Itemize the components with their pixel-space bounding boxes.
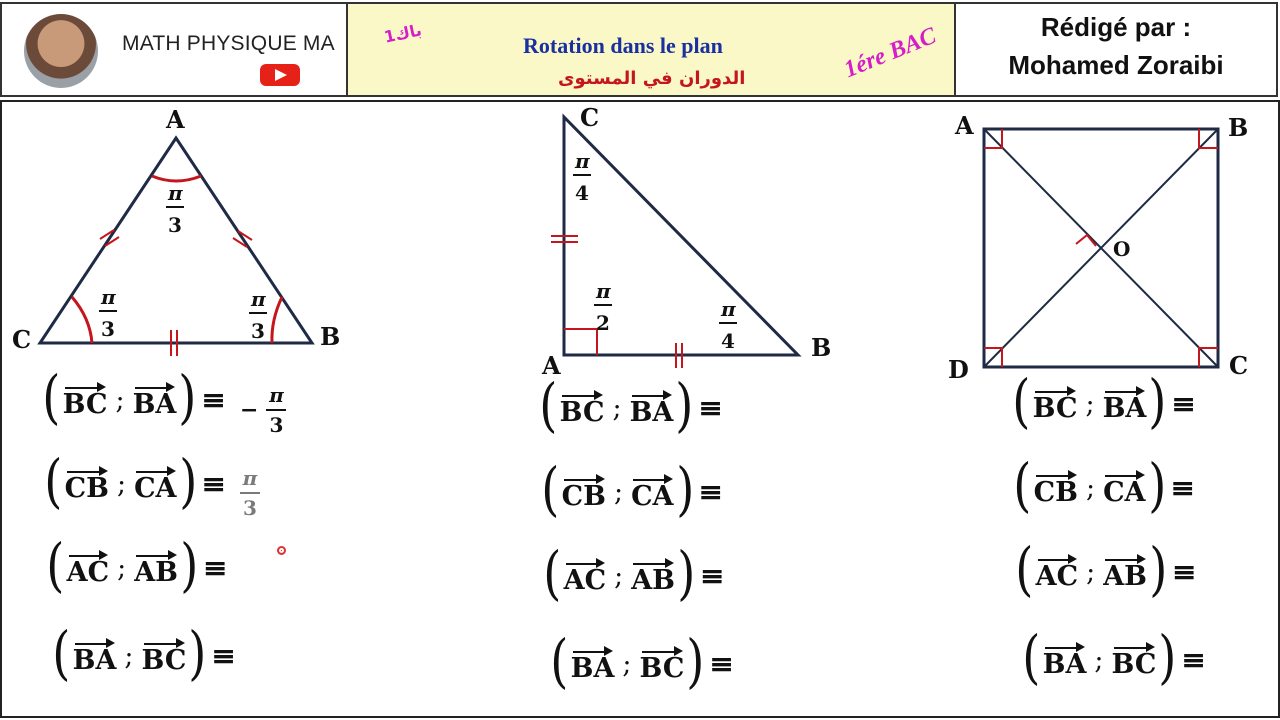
vector: AB	[134, 549, 178, 588]
vector: CA	[631, 473, 674, 512]
svg-text:3: 3	[101, 317, 115, 341]
vector: BC	[63, 381, 107, 420]
vector: BA	[1103, 385, 1146, 424]
youtube-icon[interactable]	[260, 64, 300, 86]
vertex-label-b: B	[320, 322, 340, 351]
vector: AB	[1103, 553, 1147, 592]
header: MATH PHYSIQUE MA باك1 Rotation dans le p…	[0, 0, 1280, 100]
vector: BA	[1043, 641, 1086, 680]
avatar	[24, 14, 98, 88]
vector: AB	[631, 557, 675, 596]
page-title: Rotation dans le plan	[523, 33, 723, 58]
angle-expression: (AC;AB)≡	[46, 531, 228, 599]
vector: BA	[571, 645, 614, 684]
angle-c: π 4	[573, 149, 591, 205]
author-box	[954, 2, 1278, 97]
vector: BC	[1033, 385, 1077, 424]
square: A B C D O	[948, 111, 1248, 384]
vector: BA	[133, 381, 176, 420]
angle-expression: (BC;BA)≡	[1012, 367, 1197, 435]
angle-a: π 3	[166, 181, 184, 237]
svg-text:4: 4	[721, 329, 735, 353]
vector: BA	[630, 389, 673, 428]
vector: BC	[640, 645, 684, 684]
vector: AC	[67, 549, 109, 588]
angle-b: π 4	[719, 297, 737, 353]
equilateral-triangle: A C B π 3 π 3 π 3	[12, 105, 340, 356]
vector: AC	[1036, 553, 1078, 592]
pointer-cursor-icon	[277, 546, 286, 555]
vector: CB	[1034, 469, 1078, 508]
title-box	[348, 2, 954, 97]
svg-text:π: π	[100, 285, 116, 309]
author-label: Rédigé par :	[1040, 12, 1192, 42]
content-panel	[0, 100, 1280, 718]
angle-expression: (BA;BC)≡	[1022, 623, 1207, 691]
angle-expression: (CB;CA)≡	[44, 447, 227, 515]
vector: BA	[73, 637, 116, 676]
vertex-label-c: C	[1229, 351, 1248, 380]
angle-expression: (AC;AB)≡	[543, 539, 725, 607]
vertex-label-a: A	[954, 111, 974, 140]
vector: BC	[1112, 641, 1156, 680]
vertex-label-d: D	[948, 355, 969, 384]
svg-text:3: 3	[251, 319, 265, 343]
channel-name: MATH PHYSIQUE MA	[122, 32, 335, 55]
channel-box: MATH PHYSIQUE MA	[0, 2, 348, 97]
center-label-o: O	[1113, 237, 1130, 261]
angle-expression: (CB;CA)≡	[1013, 451, 1196, 519]
vector: BC	[142, 637, 186, 676]
angle-expression: (BA;BC)≡	[550, 627, 735, 695]
page-title-arabic: الدوران في المستوى	[558, 68, 746, 89]
vector: CA	[134, 465, 177, 504]
angle-c: π 3	[99, 285, 117, 341]
svg-text:2: 2	[596, 311, 610, 335]
vertex-label-a: A	[541, 351, 561, 380]
vector: BC	[560, 389, 604, 428]
vector: CB	[562, 473, 606, 512]
vertex-label-c: C	[12, 325, 31, 354]
angle-a: π 2	[594, 279, 612, 335]
vector: CA	[1103, 469, 1146, 508]
svg-text:4: 4	[575, 181, 589, 205]
svg-text:π: π	[595, 279, 611, 303]
angle-expression: (AC;AB)≡	[1015, 535, 1197, 603]
svg-text:π: π	[250, 287, 266, 311]
angle-expression: (BC;BA)≡	[42, 363, 227, 431]
svg-text:3: 3	[168, 213, 182, 237]
vertex-label-b: B	[1228, 113, 1248, 142]
vertex-label-c: C	[580, 103, 599, 132]
vector: AC	[564, 557, 606, 596]
svg-text:π: π	[574, 149, 590, 173]
author-name: Mohamed Zoraibi	[1008, 50, 1224, 80]
vertex-label-b: B	[811, 333, 831, 362]
svg-text:π: π	[720, 297, 736, 321]
angle-b: π 3	[249, 287, 267, 343]
vector: CB	[65, 465, 109, 504]
angle-expression: (BA;BC)≡	[52, 619, 237, 687]
vertex-label-a: A	[165, 105, 185, 134]
svg-text:π: π	[167, 181, 183, 205]
angle-expression: (CB;CA)≡	[541, 455, 724, 523]
right-triangle: C A B π 4 π 2 π 4	[541, 103, 831, 380]
angle-expression: (BC;BA)≡	[539, 371, 724, 439]
